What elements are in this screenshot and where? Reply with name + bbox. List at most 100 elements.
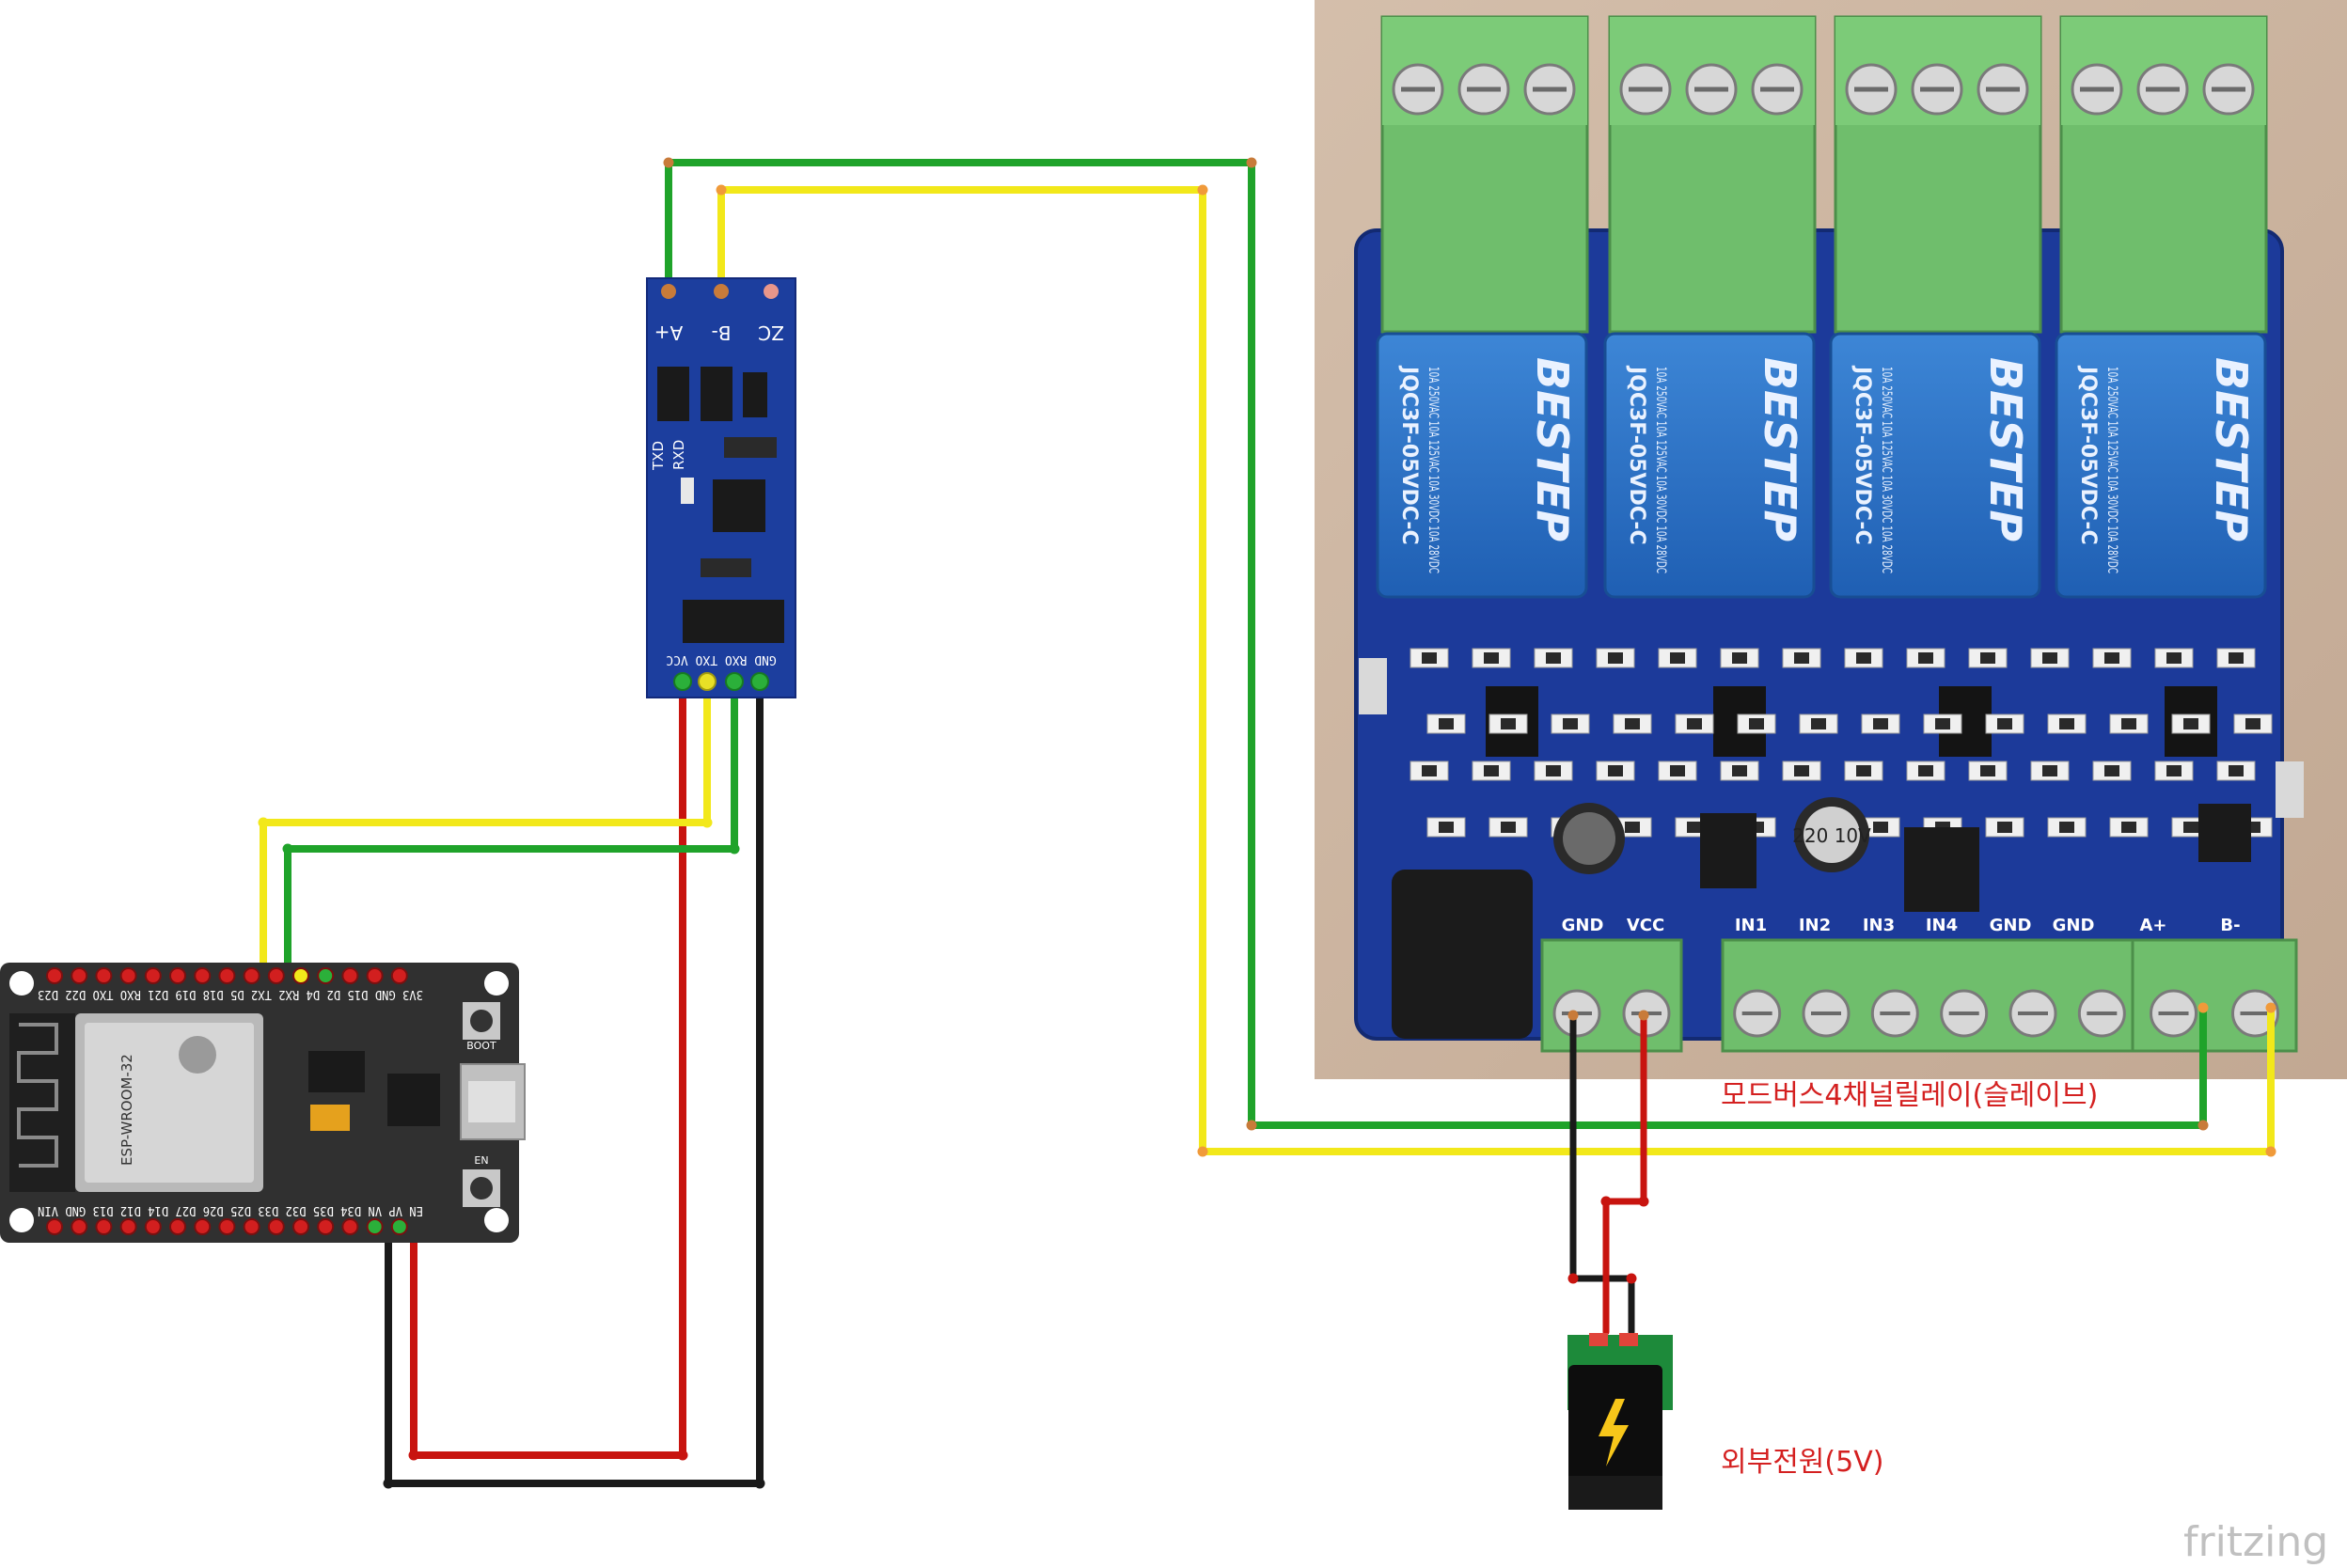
relay-board-photo: BESTEP JQC3F-05VDC-C 10A 250VAC 10A 125VAC… bbox=[1315, 0, 2347, 1079]
esp-header-pin[interactable] bbox=[194, 967, 212, 984]
esp-header-pin[interactable] bbox=[119, 1218, 137, 1235]
capacitor bbox=[1553, 803, 1625, 874]
wire-bendpoint bbox=[1567, 1273, 1579, 1284]
esp-header-pin[interactable] bbox=[169, 967, 186, 984]
external-power-jack[interactable] bbox=[1567, 1333, 1673, 1510]
capacitor-tantalum bbox=[310, 1105, 350, 1131]
esp-module-text: ESP-WROOM-32 bbox=[118, 1054, 135, 1166]
esp-header-pin[interactable] bbox=[341, 967, 359, 984]
wire-red-vin-vcc[interactable] bbox=[410, 678, 686, 1459]
fritzing-watermark: fritzing bbox=[2183, 1518, 2328, 1566]
wire-bendpoint bbox=[258, 817, 269, 828]
screw-terminal-block bbox=[2131, 938, 2298, 1053]
esp-header-pin[interactable] bbox=[144, 1218, 162, 1235]
wire-yellow-tx2-rxo[interactable] bbox=[260, 678, 711, 980]
relay-channel: BESTEP JQC3F-05VDC-C 10A 250VAC 10A 125VAC… bbox=[2055, 15, 2268, 757]
usb-uart-chip bbox=[387, 1074, 440, 1126]
esp-header-pin[interactable] bbox=[218, 1218, 236, 1235]
relay-rating: 10A 250VAC 10A 125VAC 10A 30VDC 10A 28VD… bbox=[1426, 367, 1441, 573]
esp-header-pin[interactable] bbox=[144, 967, 162, 984]
esp-header-pin[interactable] bbox=[218, 967, 236, 984]
en-label: EN bbox=[474, 1154, 488, 1167]
terminal-label: IN3 bbox=[1863, 916, 1895, 935]
ic-chip bbox=[1904, 827, 1979, 912]
terminal-label: GND bbox=[2053, 916, 2095, 935]
esp32-bottom-pin-labels: EN VP VN D34 D35 D32 D33 D25 D26 D27 D14… bbox=[38, 1203, 423, 1217]
slave-caption: 모드버스4채널릴레이(슬레이브) bbox=[1721, 1079, 2098, 1112]
svg-text:TXD: TXD bbox=[650, 441, 667, 471]
wire-bendpoint bbox=[729, 843, 740, 855]
esp-header-pin[interactable] bbox=[292, 1218, 309, 1235]
wire-green-rx2-txo[interactable] bbox=[284, 678, 738, 980]
relay-brand: BESTEP bbox=[1527, 357, 1578, 541]
esp-header-pin[interactable] bbox=[292, 967, 309, 984]
esp-header-pin[interactable] bbox=[194, 1218, 212, 1235]
terminal-label: IN4 bbox=[1926, 916, 1958, 935]
esp-header-pin[interactable] bbox=[71, 1218, 88, 1235]
relay-model: JQC3F-05VDC-C bbox=[1625, 365, 1648, 545]
reset-button[interactable] bbox=[2276, 761, 2304, 818]
relay-model: JQC3F-05VDC-C bbox=[1397, 365, 1421, 545]
esp-header-pin[interactable] bbox=[46, 967, 63, 984]
wire-bendpoint bbox=[1246, 1120, 1257, 1131]
rs485-top-pin-label: B- bbox=[712, 321, 732, 344]
wires bbox=[260, 159, 2275, 1487]
ic-chip bbox=[2198, 804, 2251, 862]
esp32-board[interactable]: ESP-WROOM-32 BOOT EN 3V3 GND D15 D2 D4 R… bbox=[0, 963, 526, 1243]
esp-header-pin[interactable] bbox=[243, 1218, 260, 1235]
wire-bendpoint bbox=[2265, 1002, 2276, 1013]
svg-text:RXD: RXD bbox=[670, 440, 687, 470]
esp-header-pin[interactable] bbox=[119, 967, 137, 984]
esp-header-pin[interactable] bbox=[366, 1218, 384, 1235]
wire-bendpoint bbox=[1246, 157, 1257, 168]
esp-header-pin[interactable] bbox=[169, 1218, 186, 1235]
esp-header-pin[interactable] bbox=[243, 967, 260, 984]
side-button[interactable] bbox=[1359, 658, 1387, 714]
esp-header-pin[interactable] bbox=[317, 967, 335, 984]
terminal-label: IN2 bbox=[1799, 916, 1831, 935]
terminal-label: IN1 bbox=[1735, 916, 1767, 935]
wire-yellow-b-minus[interactable] bbox=[717, 186, 2275, 1155]
esp-header-pin[interactable] bbox=[71, 967, 88, 984]
relay-rating: 10A 250VAC 10A 125VAC 10A 30VDC 10A 28VD… bbox=[1653, 367, 1668, 573]
terminal-label: A+ bbox=[2139, 916, 2166, 935]
relay-brand: BESTEP bbox=[2206, 357, 2257, 541]
rs485-module[interactable]: A+B-ZC TXD RXD GND RXO TXO VCC bbox=[646, 277, 796, 698]
wire-bendpoint bbox=[1197, 184, 1208, 196]
screw-terminal-block bbox=[1540, 938, 1683, 1053]
esp-header-pin[interactable] bbox=[390, 967, 408, 984]
wire-green-a-plus[interactable] bbox=[665, 159, 2207, 1129]
wire-bendpoint bbox=[1197, 1146, 1208, 1157]
esp-header-pin[interactable] bbox=[95, 1218, 113, 1235]
lightning-icon bbox=[1599, 1399, 1629, 1466]
relay-rating: 10A 250VAC 10A 125VAC 10A 30VDC 10A 28VD… bbox=[2104, 367, 2119, 573]
esp-header-pin[interactable] bbox=[267, 1218, 285, 1235]
esp-header-pin[interactable] bbox=[341, 1218, 359, 1235]
esp-header-pin[interactable] bbox=[267, 967, 285, 984]
relay-model: JQC3F-05VDC-C bbox=[1851, 365, 1874, 545]
wire-black-gnd-gnd[interactable] bbox=[385, 678, 764, 1487]
wire-black-board-gnd[interactable] bbox=[1569, 1011, 1635, 1336]
wire-red-board-vcc[interactable] bbox=[1602, 1011, 1647, 1336]
wire-bendpoint bbox=[1638, 1010, 1649, 1021]
esp-header-pin[interactable] bbox=[317, 1218, 335, 1235]
capacitor-label: 220 10V bbox=[1792, 824, 1871, 847]
wire-bendpoint bbox=[282, 843, 293, 855]
capacitor: 220 10V bbox=[1792, 797, 1871, 872]
wire-endpoints bbox=[258, 157, 2276, 1489]
esp-header-pin[interactable] bbox=[95, 967, 113, 984]
en-button[interactable] bbox=[463, 1169, 500, 1207]
terminal-label: B- bbox=[2220, 916, 2240, 935]
esp-header-pin[interactable] bbox=[46, 1218, 63, 1235]
rs485-top-pin-label: A+ bbox=[654, 321, 683, 344]
rs485-transceiver bbox=[683, 600, 784, 643]
wire-bendpoint bbox=[1567, 1010, 1579, 1021]
boot-button[interactable] bbox=[463, 1002, 500, 1040]
relay-model: JQC3F-05VDC-C bbox=[2076, 365, 2100, 545]
relay-body bbox=[2055, 332, 2267, 599]
esp-header-pin[interactable] bbox=[366, 967, 384, 984]
esp32-top-pin-labels: 3V3 GND D15 D2 D4 RX2 TX2 D5 D18 D19 D21… bbox=[38, 987, 423, 1001]
esp-header-pin[interactable] bbox=[390, 1218, 408, 1235]
relay-rating: 10A 250VAC 10A 125VAC 10A 30VDC 10A 28VD… bbox=[1879, 367, 1894, 573]
